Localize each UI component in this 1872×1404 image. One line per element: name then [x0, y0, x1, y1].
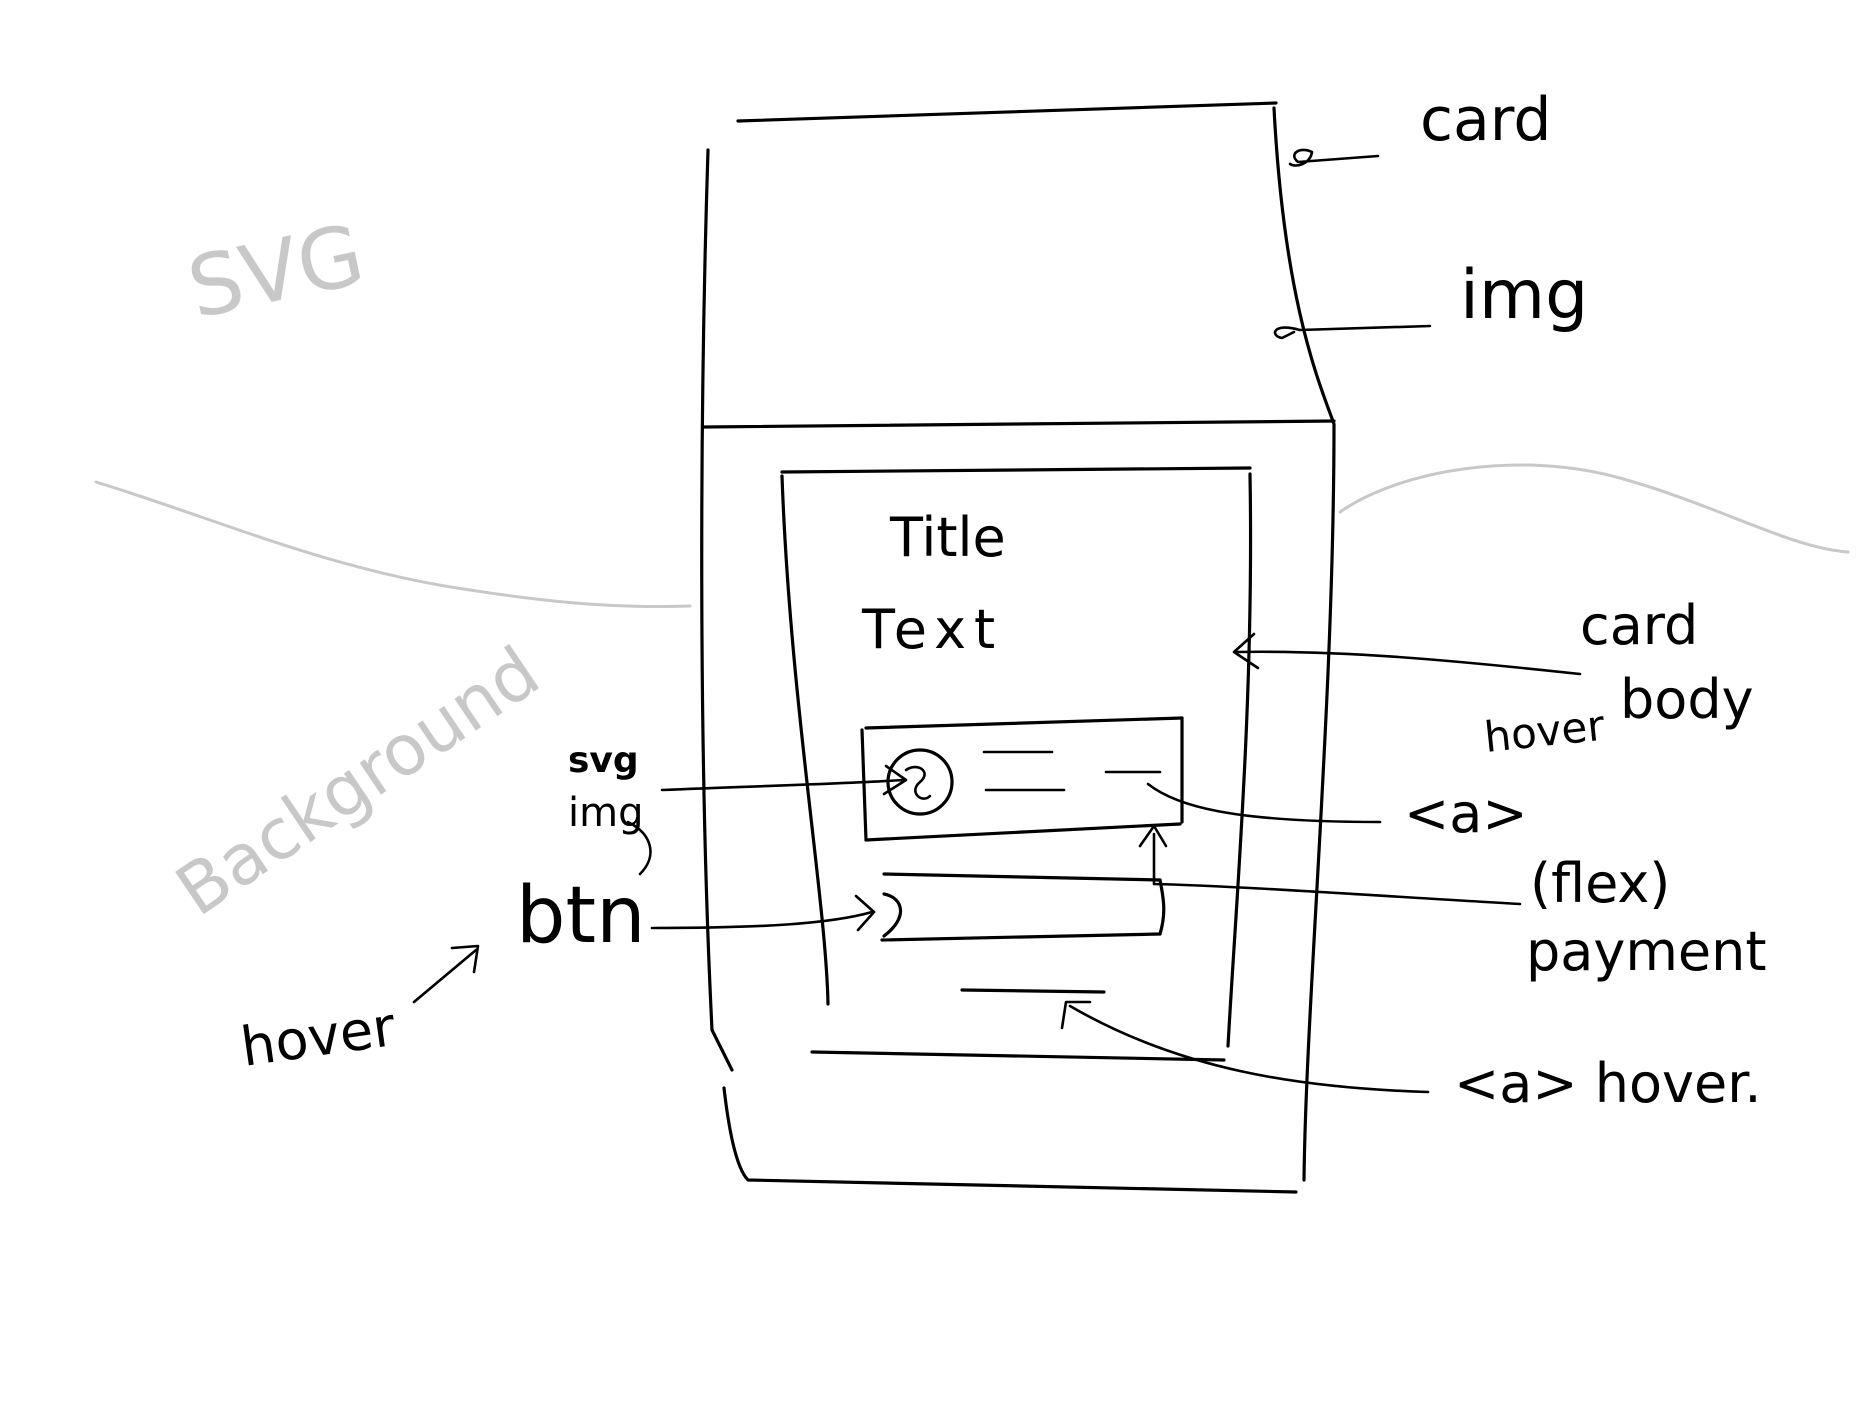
bottom-link-line	[960, 988, 1106, 994]
svg-img-bracket	[626, 820, 652, 876]
img-annotation: img	[1460, 256, 1588, 335]
background-label: Background	[162, 631, 554, 933]
flex-payment-annotation-line2: payment	[1526, 920, 1767, 983]
svg-img-arrow	[660, 764, 908, 796]
background-wave-right	[1338, 463, 1850, 554]
svg-img-mark	[904, 765, 932, 800]
btn-arrow	[650, 894, 876, 932]
hover-btn-arrow	[412, 944, 480, 1004]
a-hover-arrow	[1060, 1000, 1430, 1094]
a-hover-annotation: <a> hover.	[1454, 1052, 1762, 1115]
card-body-outline	[780, 466, 1253, 1062]
card-text: Text	[861, 598, 1003, 661]
svg-img-annotation-line1: svg	[568, 740, 639, 781]
a-link-annotation: <a>	[1404, 782, 1528, 845]
flex-payment-arrow	[1138, 824, 1522, 906]
card-annotation: card	[1420, 85, 1551, 155]
svg-img-annotation-line2: img	[568, 790, 643, 836]
flex-payment-annotation-line1: (flex)	[1530, 852, 1670, 915]
card-title: Title	[889, 506, 1006, 569]
img-arrow	[1273, 324, 1432, 340]
card-body-annotation-line1: card	[1580, 594, 1698, 657]
card-body-hover-annotation: hover	[1482, 701, 1607, 762]
a-link-arrow	[1146, 782, 1382, 824]
background-wave-left	[94, 480, 692, 608]
img-divider	[702, 419, 1336, 429]
card-outline	[700, 101, 1336, 1194]
card-arrow	[1288, 148, 1380, 167]
btn-annotation: btn	[516, 871, 646, 961]
button-outline	[880, 872, 1166, 942]
card-body-arrow	[1232, 632, 1582, 676]
card-body-annotation-line2: body	[1620, 668, 1754, 731]
svg-background-label: SVG	[180, 205, 372, 337]
payment-flex-box	[860, 716, 1184, 842]
btn-hover-annotation: hover	[237, 995, 400, 1079]
